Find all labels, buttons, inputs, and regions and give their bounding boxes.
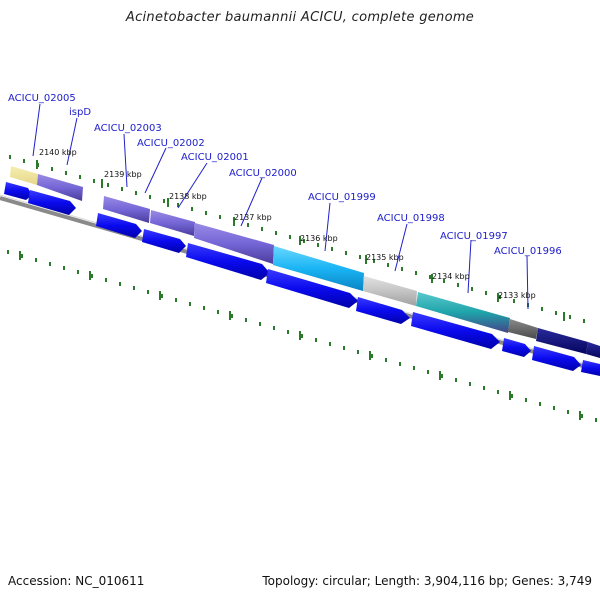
gene-label[interactable]: ACICU_01999 <box>308 192 376 203</box>
kbp-label: 2139 kbp <box>104 170 142 179</box>
gene-block-navy[interactable] <box>536 328 588 354</box>
leader-line <box>324 202 331 252</box>
cds-arrow[interactable] <box>28 190 76 215</box>
lower-tick-row <box>7 250 597 422</box>
leader-line <box>526 255 529 310</box>
gene-block-02002[interactable] <box>150 210 195 236</box>
leader-line <box>144 147 167 194</box>
gene-color-track <box>10 166 600 358</box>
leader-line <box>32 103 41 157</box>
cds-arrow[interactable] <box>356 297 410 324</box>
leader-line <box>66 117 78 166</box>
cds-arrow[interactable] <box>581 360 600 376</box>
gene-label[interactable]: ACICU_02002 <box>137 138 205 149</box>
leader-line <box>467 239 472 294</box>
page-title: Acinetobacter baumannii ACICU, complete … <box>125 10 475 25</box>
kbp-label: 2133 kbp <box>498 291 536 300</box>
topology-text: Topology: circular; Length: 3,904,116 bp… <box>262 574 592 588</box>
cds-arrow[interactable] <box>142 229 186 253</box>
gene-label[interactable]: ACICU_01996 <box>494 246 562 257</box>
kbp-labels: 2140 kbp 2139 kbp 2138 kbp 2137 kbp 2136… <box>39 148 536 300</box>
kbp-label: 2138 kbp <box>169 192 207 201</box>
gene-label[interactable]: ACICU_02001 <box>181 152 249 163</box>
leader-line <box>240 177 263 227</box>
accession-text: Accession: NC_010611 <box>8 574 145 588</box>
gene-block-01997[interactable] <box>416 292 510 333</box>
cds-arrow[interactable] <box>96 213 142 238</box>
gene-label[interactable]: ACICU_01997 <box>440 231 508 242</box>
gene-block-yellow[interactable] <box>10 166 38 185</box>
gene-block-01999[interactable] <box>273 246 364 291</box>
gene-leader-lines <box>32 103 529 310</box>
gene-block-navy-2[interactable] <box>586 342 600 358</box>
kbp-label: 2136 kbp <box>300 234 338 243</box>
gene-block-02003[interactable] <box>103 196 150 223</box>
kbp-label: 2137 kbp <box>234 213 272 222</box>
gene-label[interactable]: ACICU_02005 <box>8 93 76 104</box>
kbp-label: 2140 kbp <box>39 148 77 157</box>
gene-label[interactable]: ispD <box>69 107 91 118</box>
leader-line <box>394 223 408 272</box>
cds-arrow[interactable] <box>266 269 358 308</box>
gene-block-gray[interactable] <box>508 319 538 339</box>
cds-arrow[interactable] <box>186 243 270 280</box>
cds-arrow[interactable] <box>532 346 581 371</box>
gene-block-02000[interactable] <box>194 223 274 264</box>
cds-arrow[interactable] <box>4 182 32 200</box>
gene-block-01998[interactable] <box>363 276 417 306</box>
cds-arrow[interactable] <box>411 312 500 349</box>
gene-label[interactable]: ACICU_01998 <box>377 213 445 224</box>
gene-label[interactable]: ACICU_02003 <box>94 123 162 134</box>
cds-arrow-track <box>4 182 600 376</box>
gene-block-ispd[interactable] <box>37 174 83 201</box>
leader-line <box>123 133 128 188</box>
gene-labels: ACICU_02005 ispD ACICU_02003 ACICU_02002… <box>8 93 562 257</box>
kbp-label: 2134 kbp <box>432 272 470 281</box>
leader-line <box>177 162 208 209</box>
gene-label[interactable]: ACICU_02000 <box>229 168 297 179</box>
kbp-label: 2135 kbp <box>366 253 404 262</box>
cds-arrow[interactable] <box>502 338 531 357</box>
upper-tick-row <box>9 155 585 323</box>
